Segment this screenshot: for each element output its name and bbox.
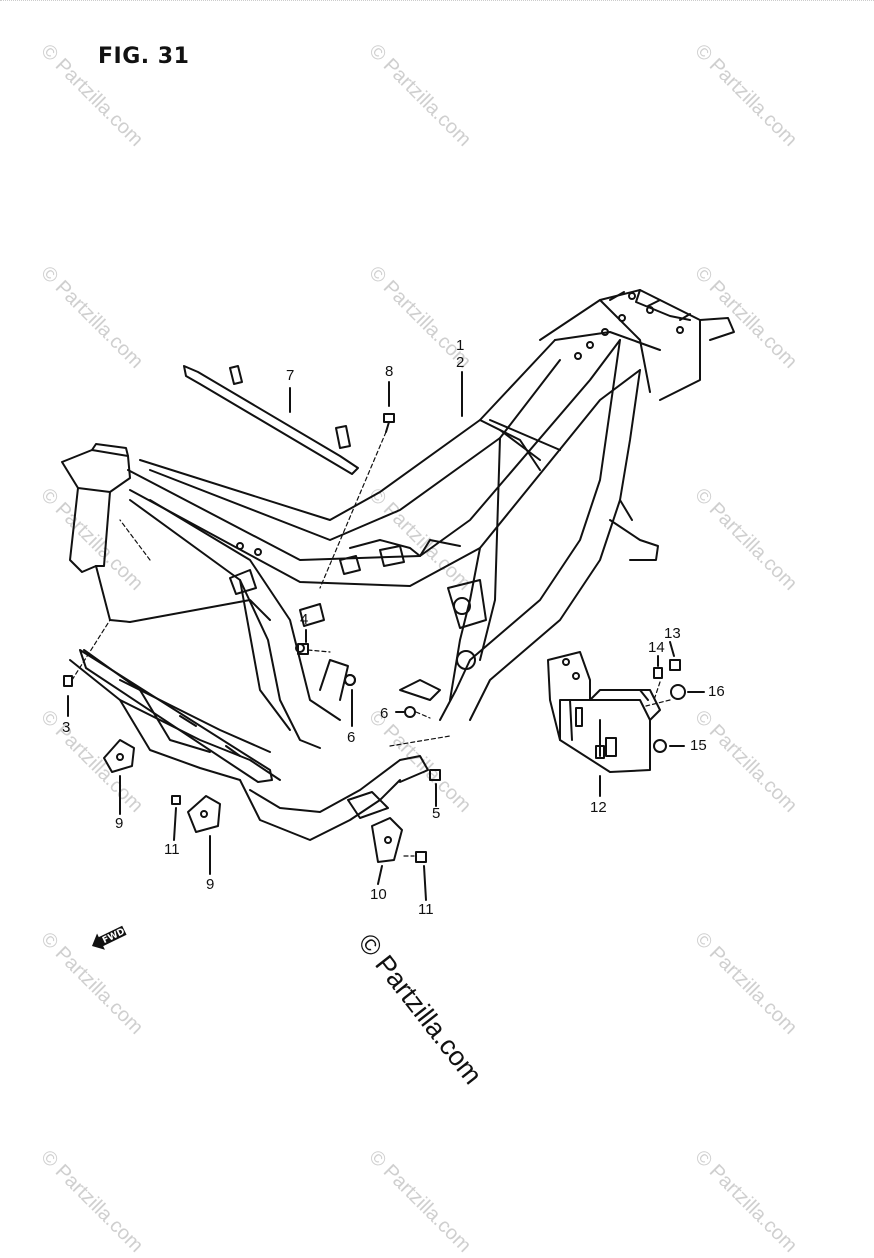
callout-11: 11 [164, 841, 180, 858]
callout-3: 3 [62, 719, 71, 736]
callout-7: 7 [286, 367, 295, 384]
bolt-part-8 [319, 381, 395, 589]
callout-10: 10 [370, 886, 387, 903]
lower-brace-part-3 [63, 619, 273, 783]
callout-8: 8 [385, 363, 394, 380]
scan-edge [0, 0, 874, 9]
callout-11: 11 [418, 901, 434, 918]
callout-2: 2 [456, 354, 465, 371]
callout-14: 14 [648, 639, 665, 656]
callout-6: 6 [347, 729, 356, 746]
callout-4: 4 [300, 611, 309, 628]
forward-arrow-label: FWD [101, 927, 127, 946]
callout-5: 5 [432, 805, 441, 822]
frame-diagram: FWD [61, 289, 735, 950]
callout-9: 9 [115, 815, 124, 832]
callout-15: 15 [690, 737, 707, 754]
engine-mount-plate-part-10 [371, 817, 427, 901]
callout-12: 12 [590, 799, 607, 816]
engine-mount-plate-part-9 [103, 739, 221, 875]
forward-arrow-icon: FWD [92, 925, 127, 950]
fasteners-13-16 [645, 641, 705, 753]
callout-16: 16 [708, 683, 725, 700]
callout-9: 9 [206, 876, 215, 893]
bolts-and-nuts [297, 629, 441, 807]
callout-13: 13 [664, 625, 681, 642]
battery-box-part-12 [547, 651, 661, 797]
callout-6: 6 [380, 705, 389, 722]
frame-brace-part-7 [183, 365, 359, 475]
main-frame [61, 289, 735, 841]
figure-title: FIG. 31 [98, 44, 190, 69]
callout-1: 1 [456, 337, 465, 354]
